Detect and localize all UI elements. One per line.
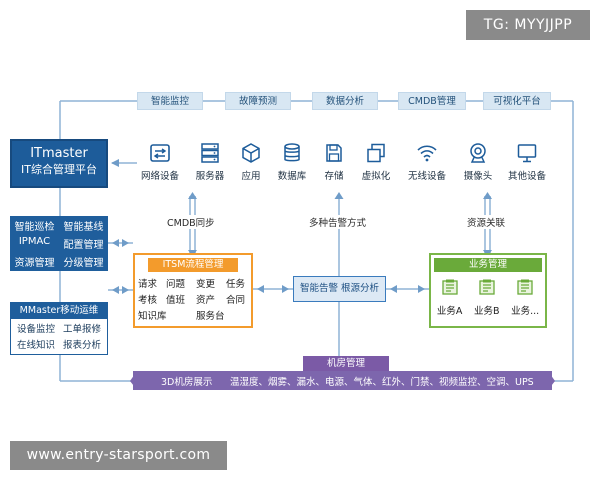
function-item: 配置管理	[63, 240, 104, 251]
itsm-item: 知识库	[138, 311, 167, 322]
machine-room-title: 机房管理	[303, 356, 389, 371]
itsm-item: 变更	[196, 279, 216, 290]
itsm-item: 服务台	[196, 311, 225, 322]
mmaster-item: 报表分析	[62, 340, 101, 351]
itsm-item: 问题	[166, 279, 186, 290]
device-camera: 摄像头	[452, 142, 504, 182]
business-document-icon	[441, 279, 458, 295]
itsm-item: 合同	[226, 295, 246, 306]
top-function-fault-predict: 故障预测	[225, 92, 291, 110]
device-database: 数据库	[266, 142, 318, 182]
device-application: 应用	[225, 142, 277, 182]
itsm-item: 资产	[196, 295, 216, 306]
mmaster-item: 在线知识	[16, 340, 55, 351]
camera-icon	[470, 143, 486, 163]
top-function-visual-platform: 可视化平台	[483, 92, 551, 110]
device-label: 服务器	[195, 171, 225, 182]
itsm-title: ITSM流程管理	[148, 258, 238, 272]
top-function-data-analysis: 数据分析	[312, 92, 378, 110]
mmaster-item: 设备监控	[16, 324, 55, 335]
itsm-item: 任务	[226, 279, 246, 290]
network-switch-icon	[150, 144, 170, 162]
machine-room-bar: 3D机房展示 温湿度、烟雾、漏水、电源、气体、红外、门禁、视频监控、空调、UPS	[133, 371, 552, 390]
business-management-box: 业务管理 业务A 业务B 业务...	[429, 253, 547, 328]
machine-room-3d-label: 3D机房展示	[161, 377, 213, 388]
watermark-telegram: TG: MYYJJPP	[466, 10, 590, 40]
application-cube-icon	[242, 143, 260, 163]
device-virtualization: 虚拟化	[350, 142, 402, 182]
platform-subtitle: IT综合管理平台	[21, 163, 97, 176]
function-item: 资源管理	[14, 258, 55, 269]
device-network: 网络设备	[134, 142, 186, 182]
device-label: 存储	[324, 171, 344, 182]
database-icon	[284, 143, 300, 162]
device-server: 服务器	[184, 142, 236, 182]
device-label: 网络设备	[140, 171, 179, 182]
resource-link-label: 资源关联	[465, 215, 508, 229]
device-label: 应用	[241, 171, 261, 182]
device-label: 数据库	[277, 171, 307, 182]
machine-room-items: 温湿度、烟雾、漏水、电源、气体、红外、门禁、视频监控、空调、UPS	[230, 377, 534, 388]
business-document-icon	[517, 279, 533, 295]
itsm-process-box: ITSM流程管理 请求 问题 变更 任务 考核 值班 资产 合同 知识库 服务台	[133, 253, 253, 328]
itsm-item: 请求	[138, 279, 158, 290]
device-label: 无线设备	[407, 171, 446, 182]
business-item-label: 业务...	[511, 306, 540, 317]
virtualization-icon	[367, 143, 385, 163]
wifi-icon	[417, 145, 437, 162]
device-label: 虚拟化	[361, 171, 391, 182]
function-item: 分级管理	[63, 258, 104, 269]
device-label: 摄像头	[463, 171, 493, 182]
function-item: 智能巡检	[14, 222, 55, 233]
top-function-cmdb: CMDB管理	[398, 92, 466, 110]
itsm-item: 值班	[166, 295, 186, 306]
device-storage: 存储	[308, 142, 360, 182]
top-function-smart-monitor: 智能监控	[137, 92, 203, 110]
storage-disk-icon	[326, 144, 342, 162]
mmaster-item: 工单报修	[62, 324, 101, 335]
business-title: 业务管理	[434, 258, 542, 272]
monitor-icon	[517, 144, 537, 163]
business-item-a: 业务A	[436, 278, 463, 317]
mmaster-mobile-ops: MMaster移动运维 设备监控 工单报修 在线知识 报表分析	[10, 302, 108, 355]
function-block: 智能巡检 智能基线 IPMAC 配置管理 资源管理 分级管理	[10, 216, 108, 271]
server-icon	[201, 143, 219, 163]
mmaster-title: MMaster移动运维	[11, 303, 107, 319]
itmaster-platform-box: ITmaster IT综合管理平台	[10, 139, 108, 188]
business-item-b: 业务B	[473, 278, 500, 317]
business-item-label: 业务A	[436, 306, 463, 317]
business-item-label: 业务B	[473, 306, 500, 317]
watermark-website: www.entry-starsport.com	[10, 441, 227, 470]
business-item-more: 业务...	[511, 278, 539, 317]
cmdb-sync-label: CMDB同步	[165, 215, 217, 229]
function-item: IPMAC	[18, 236, 51, 247]
multi-alarm-label: 多种告警方式	[307, 215, 369, 229]
device-label: 其他设备	[507, 171, 546, 182]
business-document-icon	[479, 279, 495, 295]
smart-alarm-box: 智能告警 根源分析	[293, 276, 386, 302]
device-other: 其他设备	[501, 142, 553, 182]
device-wireless: 无线设备	[401, 142, 453, 182]
itsm-item: 考核	[138, 295, 158, 306]
platform-name: ITmaster	[30, 146, 88, 161]
function-item: 智能基线	[63, 222, 104, 233]
